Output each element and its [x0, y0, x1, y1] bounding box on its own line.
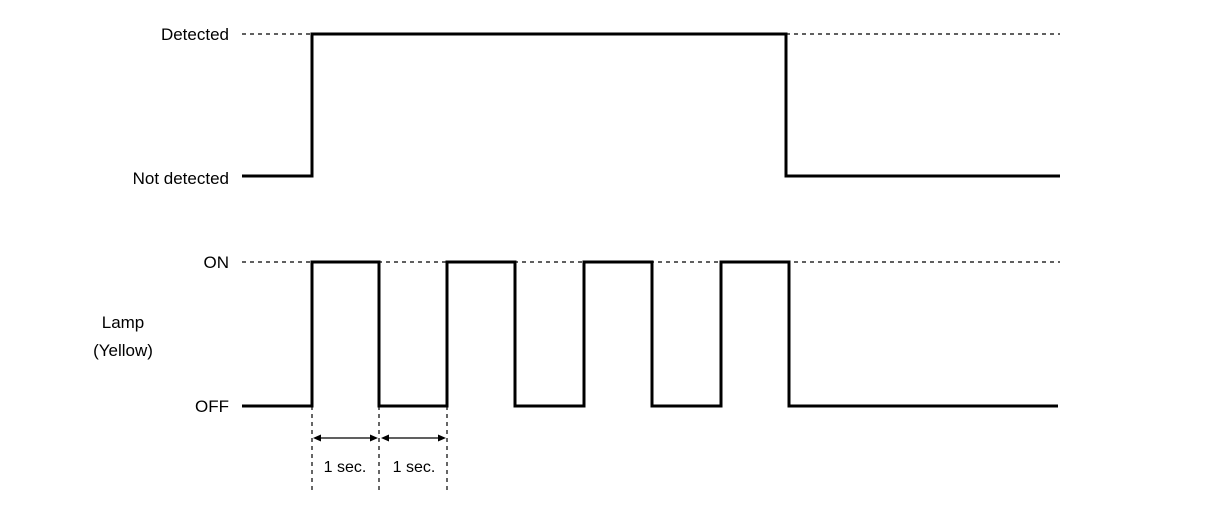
lamp-name-label: Lamp	[102, 313, 145, 332]
lamp-color-label: (Yellow)	[93, 341, 153, 360]
on-level-label: ON	[204, 253, 230, 272]
detection-signal-waveform	[242, 32, 1060, 178]
interval-2-left-arrowhead-icon	[381, 434, 389, 442]
lamp-signal-waveform	[242, 260, 1058, 408]
interval-1-right-arrowhead-icon	[370, 434, 378, 442]
detected-level-label: Detected	[161, 25, 229, 44]
interval-2-label: 1 sec.	[393, 459, 436, 476]
not-detected-level-label: Not detected	[133, 169, 229, 188]
off-level-label: OFF	[195, 397, 229, 416]
interval-1-left-arrowhead-icon	[313, 434, 321, 442]
interval-1-label: 1 sec.	[324, 459, 367, 476]
interval-2-right-arrowhead-icon	[438, 434, 446, 442]
